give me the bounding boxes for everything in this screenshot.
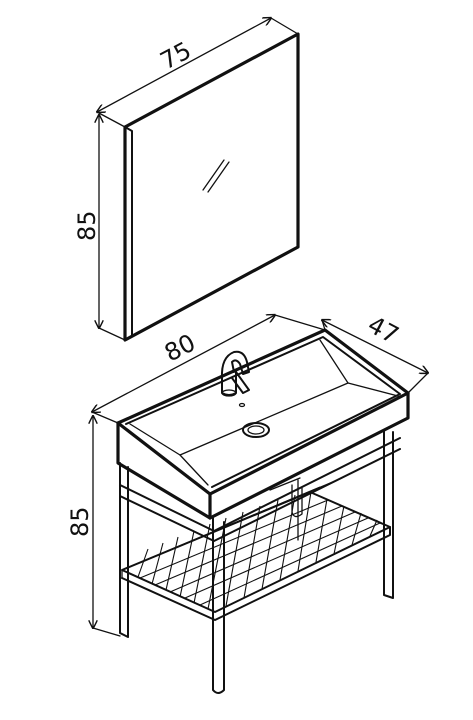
vanity-width-dimension: 80 (92, 315, 326, 424)
vanity-height-dimension: 85 (66, 416, 121, 637)
mirror-height-dimension: 85 (73, 115, 126, 341)
front-left-leg (119, 462, 129, 638)
vanity-depth-dimension: 47 (322, 311, 428, 394)
front-right-leg (212, 517, 225, 694)
mirror-edge (124, 126, 299, 337)
grid-shelf (121, 477, 391, 621)
mirror-width-dimension: 75 (97, 18, 299, 128)
basin-bowl (129, 339, 349, 456)
vanity (116, 328, 410, 694)
shelf-grid-lines (133, 477, 381, 610)
mirror-height-label: 85 (73, 210, 101, 241)
mirror (123, 32, 300, 342)
mirror-reflection-icon (202, 159, 230, 193)
basin-side-wall (208, 391, 410, 520)
mirror-width-label: 75 (156, 36, 196, 75)
overflow-hole (238, 402, 246, 408)
vanity-height-label: 85 (66, 506, 94, 537)
drain-icon (242, 422, 270, 438)
vanity-width-label: 80 (160, 329, 200, 368)
basin-front-wall (116, 421, 212, 520)
